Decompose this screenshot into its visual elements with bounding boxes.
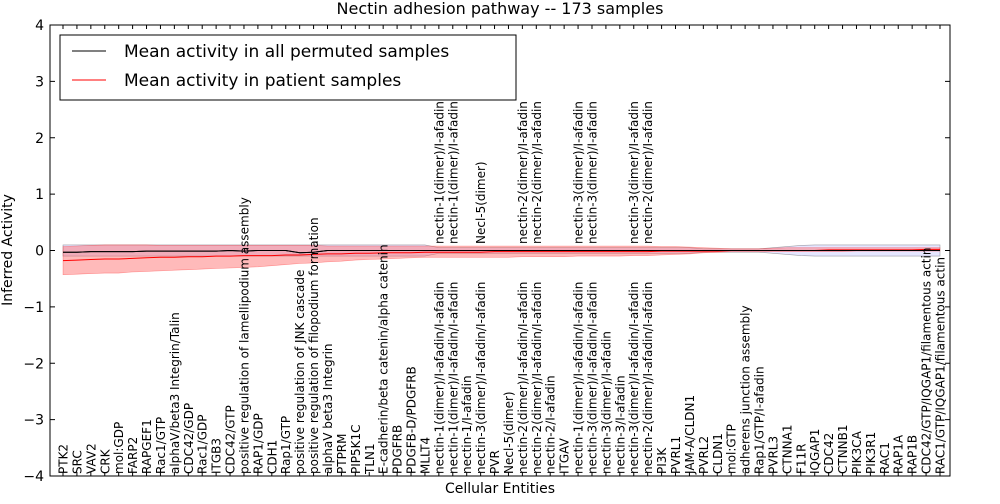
x-tick-label: CRK bbox=[98, 448, 112, 474]
y-tick-label: −2 bbox=[23, 356, 44, 372]
y-tick-label: 2 bbox=[35, 131, 44, 147]
x-tick-label: PDGFRB bbox=[391, 425, 405, 474]
legend-label-patient: Mean activity in patient samples bbox=[124, 71, 401, 91]
x-tick-label: Rac1/GTP bbox=[154, 417, 168, 474]
y-axis-label: Inferred Activity bbox=[0, 194, 16, 306]
y-tick-label: 1 bbox=[35, 187, 44, 203]
x-tick-label: nectin-2(dimer)/I-afadin/I-afadin bbox=[516, 282, 530, 474]
x-tick-label: nectin-3(dimer)/I-afadin/I-afadin bbox=[474, 282, 488, 474]
x-tick-label: nectin-2(dimer)/I-afadin/I-afadin bbox=[530, 282, 544, 474]
x-tick-label: RAC1/GTP/IQGAP1/filamentous actin bbox=[934, 257, 948, 474]
x-tick-label-upper: nectin-2(dimer)/I-afadin bbox=[641, 101, 655, 244]
x-tick-label: FARP2 bbox=[126, 437, 140, 474]
x-tick-label: adherens junction assembly bbox=[739, 305, 753, 474]
x-tick-label: RAP1/GDP bbox=[251, 413, 265, 474]
x-tick-label: nectin-2/I-afadin bbox=[544, 375, 558, 474]
x-tick-label: nectin-3(dimer)/I-afadin/I-afadin bbox=[627, 282, 641, 474]
x-tick-label: ITGAV bbox=[558, 437, 572, 474]
x-tick-label: ITGB3 bbox=[210, 438, 224, 474]
x-tick-label: CTNNA1 bbox=[780, 424, 794, 474]
x-tick-label: PVR bbox=[488, 450, 502, 474]
x-tick-label: mol:GTP bbox=[725, 424, 739, 474]
y-tick-label: 4 bbox=[35, 18, 44, 34]
x-tick-label: Necl-5(dimer) bbox=[502, 391, 516, 474]
x-tick-label: nectin-2(dimer)/I-afadin/I-afadin bbox=[641, 282, 655, 474]
legend: Mean activity in all permuted samples Me… bbox=[59, 34, 517, 101]
x-tick-label: PI3K bbox=[655, 447, 669, 474]
x-tick-label: positive regulation of lamellipodium ass… bbox=[238, 197, 252, 474]
legend-frame bbox=[59, 34, 517, 101]
series-band-1 bbox=[62, 244, 941, 276]
plot-frame bbox=[49, 24, 951, 477]
x-tick-label: alphaV/beta3 Integrin/Talin bbox=[168, 312, 182, 474]
x-tick-label: PIK3R1 bbox=[864, 432, 878, 474]
x-tick-label-upper: nectin-3(dimer)/I-afadin bbox=[627, 101, 641, 244]
y-tick-label: 3 bbox=[35, 74, 44, 90]
x-tick-label-upper: nectin-2(dimer)/I-afadin bbox=[530, 101, 544, 244]
y-tick-label: 0 bbox=[35, 244, 44, 260]
x-tick-label: Rac1/GDP bbox=[196, 415, 210, 474]
x-tick-label: MLLT4 bbox=[418, 437, 432, 474]
x-tick-label: RAP1A bbox=[892, 434, 906, 474]
x-tick-label: E-cadherin/beta catenin/alpha catenin bbox=[377, 244, 391, 474]
x-tick-label-upper: Necl-5(dimer) bbox=[474, 161, 488, 244]
x-tick-label: nectin-1(dimer)/I-afadin/I-afadin bbox=[446, 282, 460, 474]
x-tick-label: CDC42/GTP/IQGAP1/filamentous actin bbox=[920, 248, 934, 474]
y-tick-label: −3 bbox=[23, 413, 44, 429]
y-tick-label: −4 bbox=[23, 469, 44, 485]
x-tick-label: VAV2 bbox=[84, 443, 98, 474]
x-tick-label: CLDN1 bbox=[711, 433, 725, 474]
x-tick-label: PDGFB-D/PDGFRB bbox=[405, 366, 419, 474]
x-tick-label-upper: nectin-3(dimer)/I-afadin bbox=[572, 101, 586, 244]
x-tick-label: PIK3CA bbox=[850, 430, 864, 474]
x-tick-label: TLN1 bbox=[363, 443, 377, 475]
x-tick-label: F11R bbox=[794, 443, 808, 474]
x-tick-label: CTNNB1 bbox=[836, 424, 850, 474]
x-tick-label: RAC1 bbox=[878, 442, 892, 474]
x-tick-label: nectin-1/I-afadin bbox=[460, 375, 474, 474]
x-tick-label: positive regulation of JNK cascade bbox=[293, 270, 307, 474]
x-tick-label: mol:GDP bbox=[112, 422, 126, 474]
y-tick-label: −1 bbox=[23, 300, 44, 316]
x-tick-label: CDC42 bbox=[822, 433, 836, 474]
x-tick-label-upper: nectin-1(dimer)/I-afadin bbox=[432, 101, 446, 244]
x-tick-label-upper: nectin-3(dimer)/I-afadin bbox=[586, 101, 600, 244]
x-tick-label-upper: nectin-1(dimer)/I-afadin bbox=[446, 101, 460, 244]
x-tick-label: CDH1 bbox=[265, 440, 279, 474]
x-tick-label: RAPGEF1 bbox=[140, 419, 154, 474]
series-line-0-top bbox=[63, 249, 940, 254]
x-tick-label: Rap1/GTP bbox=[279, 416, 293, 474]
x-tick-label: PVRL2 bbox=[697, 436, 711, 474]
x-tick-label: PIP5K1C bbox=[349, 424, 363, 474]
x-tick-label: JAM-A/CLDN1 bbox=[683, 395, 697, 475]
x-tick-label: positive regulation of filopodium format… bbox=[307, 217, 321, 474]
x-tick-label: nectin-1(dimer)/I-afadin/I-afadin bbox=[432, 282, 446, 474]
x-tick-label: nectin-3/I-afadin bbox=[613, 375, 627, 474]
x-tick-label: PTK2 bbox=[57, 444, 71, 474]
x-tick-label: PTPRM bbox=[335, 434, 349, 475]
x-tick-label: Rap1/GTP/I-afadin bbox=[753, 366, 767, 474]
x-tick-label: PVRL3 bbox=[767, 436, 781, 474]
x-tick-label: alphaV beta3 Integrin bbox=[321, 343, 335, 474]
x-tick-label: CDC42/GDP bbox=[182, 403, 196, 474]
x-tick-label: RAP1B bbox=[906, 435, 920, 474]
chart-title: Nectin adhesion pathway -- 173 samples bbox=[337, 0, 664, 18]
legend-label-permuted: Mean activity in all permuted samples bbox=[124, 42, 449, 62]
x-tick-label: nectin-3(dimer)/I-afadin bbox=[599, 331, 613, 474]
x-tick-label: nectin-3(dimer)/I-afadin/I-afadin bbox=[586, 282, 600, 474]
x-tick-label: nectin-1(dimer)/I-afadin/I-afadin bbox=[572, 282, 586, 474]
x-tick-label: CDC42/GTP bbox=[224, 405, 238, 474]
x-axis-label: Cellular Entities bbox=[445, 481, 555, 497]
x-tick-label: IQGAP1 bbox=[808, 429, 822, 474]
x-tick-label-upper: nectin-2(dimer)/I-afadin bbox=[516, 101, 530, 244]
x-tick-label: PVRL1 bbox=[669, 436, 683, 474]
x-tick-label: SRC bbox=[70, 450, 84, 474]
